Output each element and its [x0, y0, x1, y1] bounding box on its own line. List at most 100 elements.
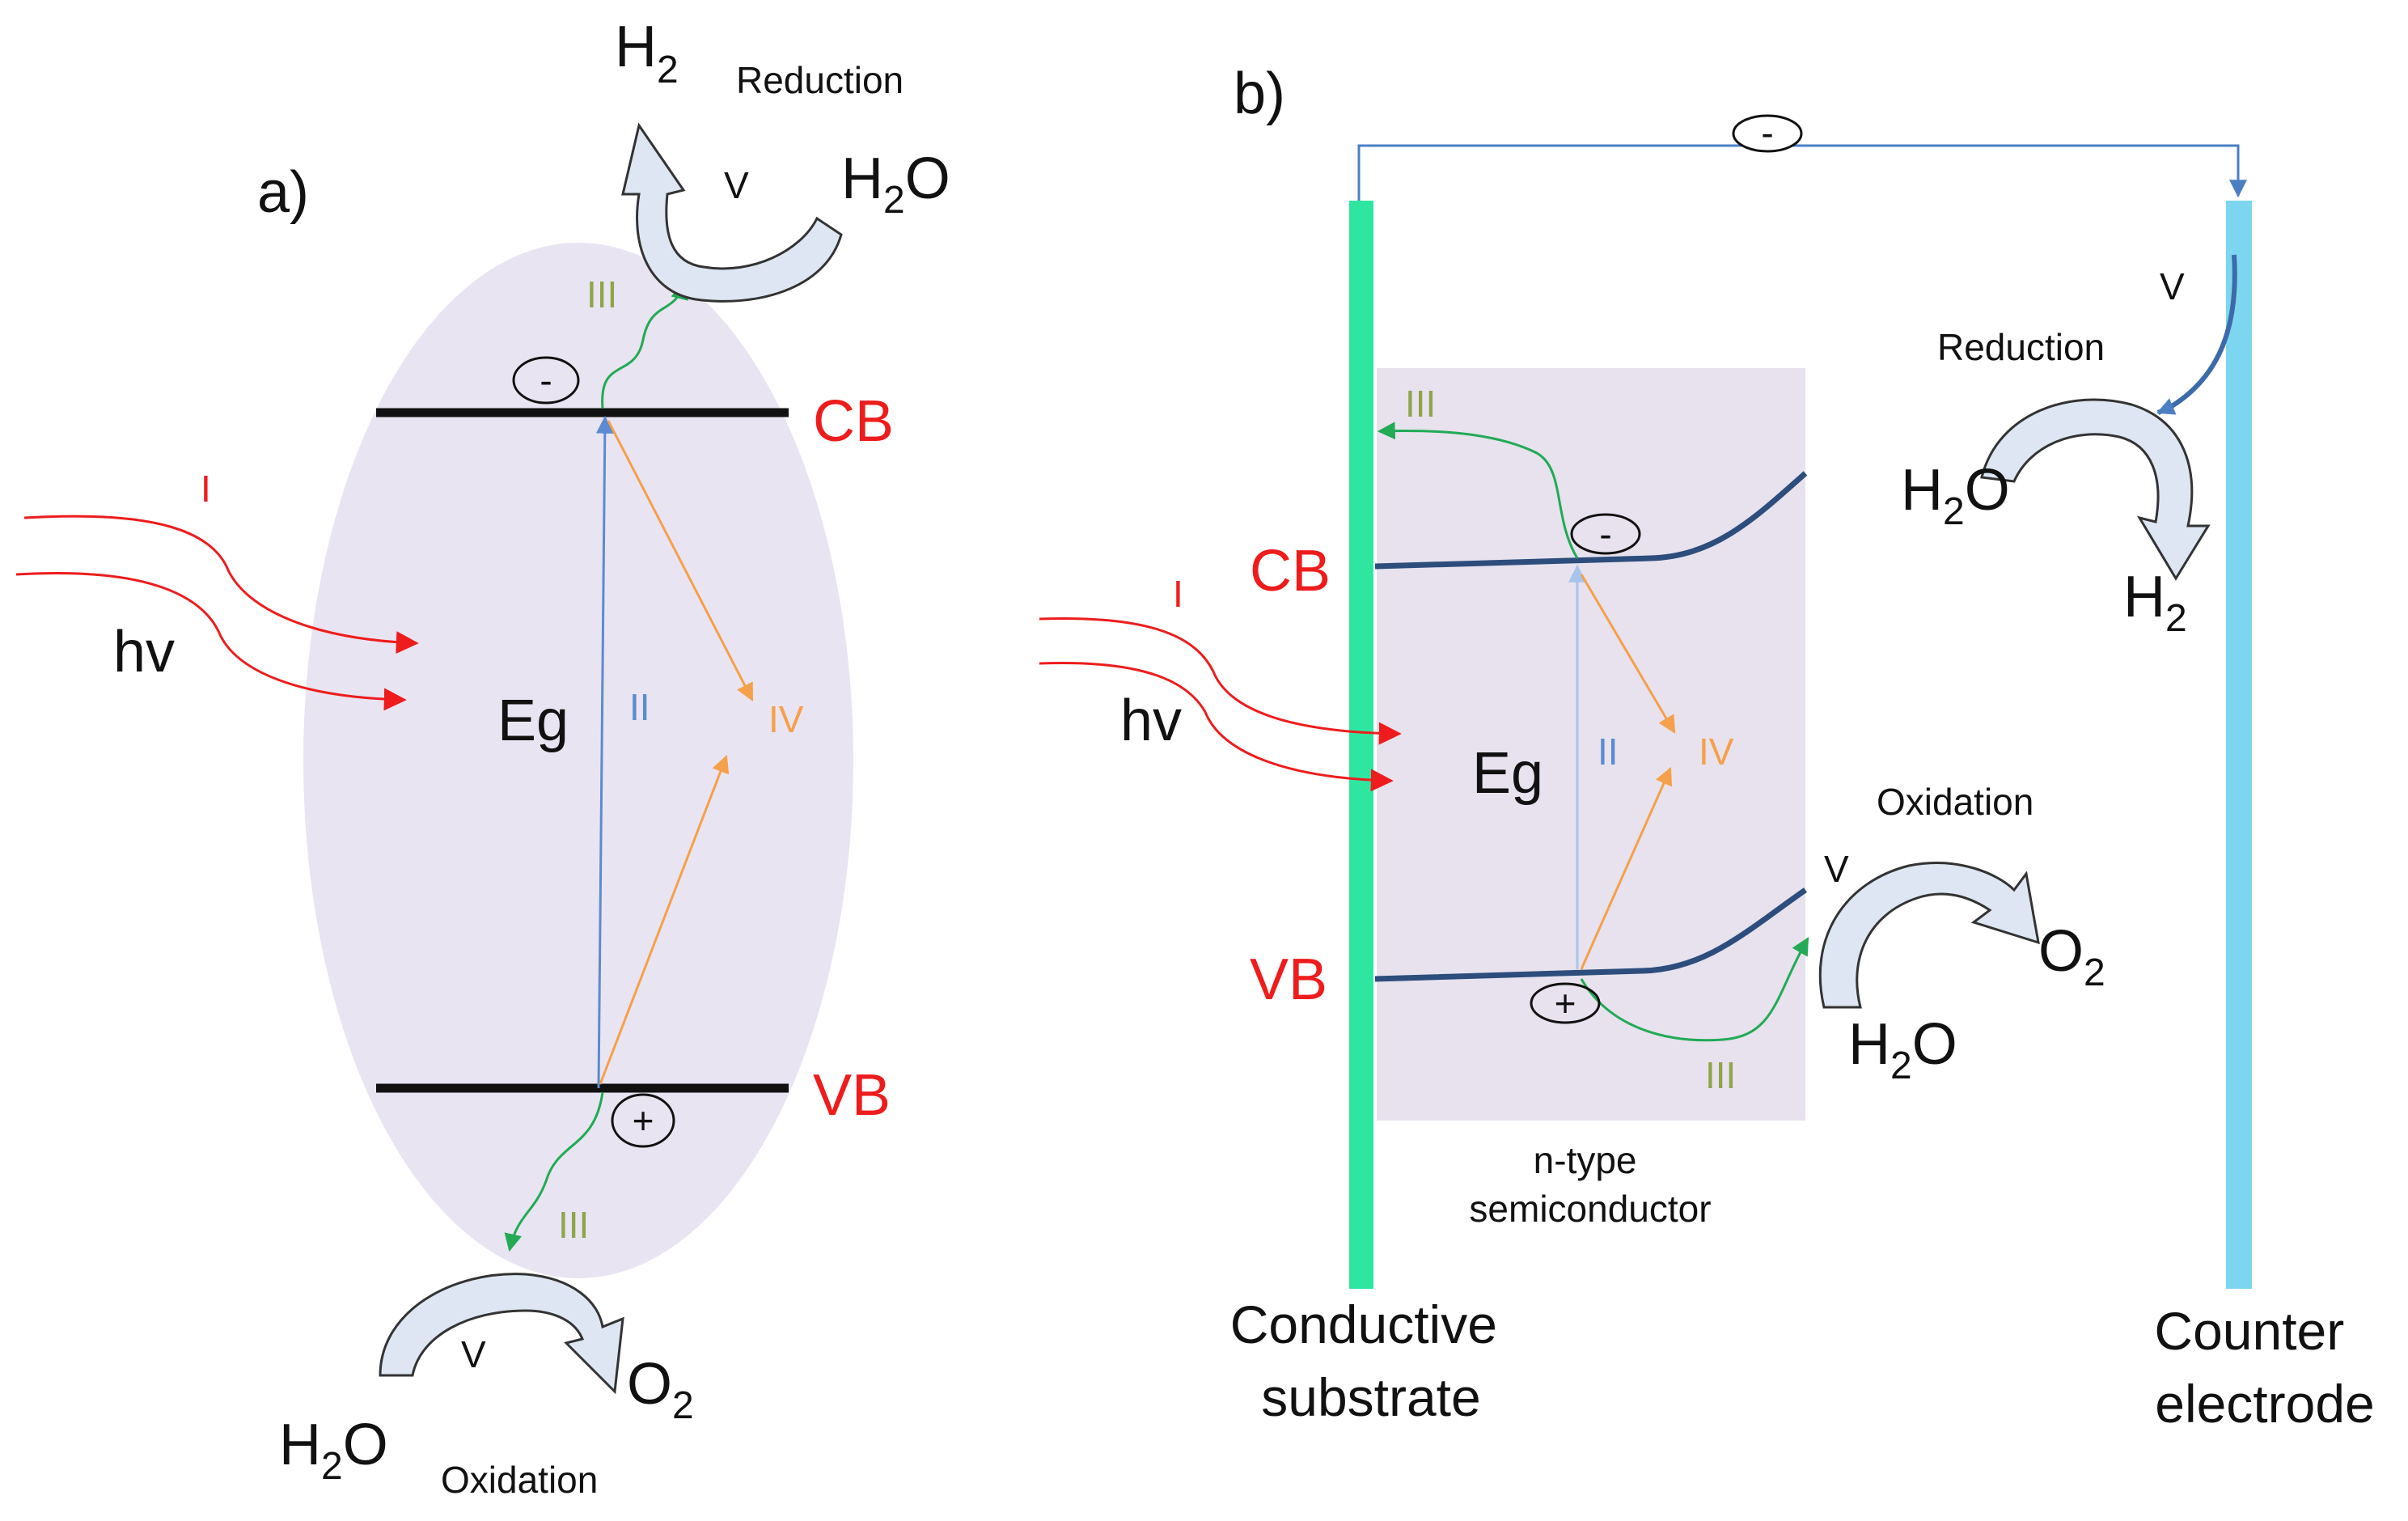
conduction-band-curve	[1374, 471, 1808, 570]
curved-block-arrow-icon	[621, 122, 843, 303]
hole-circle-icon	[611, 1093, 675, 1148]
h2o-bottom-base: H	[279, 1413, 321, 1477]
h2o-top-sub: 2	[1943, 490, 1965, 533]
reduction-label: Reduction	[736, 59, 904, 101]
hole-transfer-arrow	[504, 1091, 604, 1252]
panel-b-label: b)	[1234, 61, 1285, 126]
hole-sign: +	[633, 1099, 654, 1142]
light-ray-upper	[23, 515, 419, 655]
light-ray-lower	[15, 571, 407, 711]
electron-circle-icon	[1570, 513, 1641, 555]
substrate-caption: Conductive substrate	[1230, 1294, 1513, 1427]
cb-label: CB	[1250, 539, 1331, 604]
substrate-caption-line-2: substrate	[1261, 1367, 1480, 1427]
step-3-top-label: III	[1405, 383, 1436, 425]
h2-sub: 2	[657, 49, 679, 91]
step-2-label: II	[1598, 731, 1619, 773]
step-3-bottom-label: III	[1705, 1054, 1736, 1096]
electron-sign: -	[540, 359, 552, 401]
semiconductor-caption-line-1: n-type	[1534, 1139, 1637, 1181]
h2o-bottom-base: H	[1848, 1012, 1890, 1077]
reduction-feed-line	[2156, 254, 2237, 415]
hole-transfer-arrow	[1580, 937, 1809, 1042]
photon-label: hv	[1120, 688, 1182, 753]
semiconductor-block	[1377, 368, 1805, 1121]
light-ray-upper	[1039, 616, 1402, 745]
curved-block-arrow-icon	[1818, 862, 2040, 1009]
photon-label: hv	[113, 620, 175, 684]
step-4-label: IV	[1699, 731, 1734, 773]
external-circuit-wire	[1357, 144, 2247, 202]
step-5-top-label: V	[2160, 265, 2185, 307]
substrate-caption-line-1: Conductive	[1230, 1294, 1497, 1354]
h2o-bottom-tail: O	[343, 1413, 388, 1477]
vb-label: VB	[1250, 947, 1327, 1012]
step-5-top-label: V	[724, 164, 749, 206]
electron-circle-icon	[512, 356, 580, 405]
o2-sub: 2	[672, 1384, 694, 1427]
band-gap-label: Eg	[497, 688, 569, 753]
wire-electron-sign: -	[1761, 112, 1773, 154]
step-1-label: I	[201, 468, 211, 510]
recombination-arrow-up	[599, 754, 730, 1085]
electron-transfer-arrow	[601, 281, 688, 409]
recombination-arrow-down	[1580, 574, 1676, 734]
h2o-top-tail: O	[1965, 458, 2010, 523]
step-3-bottom-label: III	[558, 1204, 589, 1246]
electron-sign: -	[1599, 513, 1611, 555]
panel-a: a) CB VB I hv II Eg IV III III - + Reduc…	[15, 15, 950, 1501]
h2-base: H	[2123, 565, 2165, 629]
conductive-substrate-bar	[1349, 201, 1373, 1289]
h2o-bottom-sub: 2	[1890, 1044, 1912, 1087]
cb-label: CB	[813, 389, 894, 454]
step-5-bottom-label: V	[461, 1333, 486, 1375]
valence-band-curve	[1374, 888, 1807, 982]
o2-product: O2	[627, 1352, 694, 1427]
recombination-arrow-up	[1580, 766, 1673, 970]
hole-sign: +	[1555, 982, 1576, 1024]
curved-block-arrow-icon	[379, 1273, 624, 1395]
counter-caption-line-1: Counter	[2154, 1301, 2344, 1361]
h2o-reactant-bottom: H2O	[1848, 1012, 1957, 1087]
step-4-label: IV	[768, 698, 804, 740]
h2o-top-sub: 2	[883, 179, 905, 222]
h2-product: H2	[615, 15, 679, 91]
step-5-bottom-label: V	[1824, 848, 1849, 890]
recombination-arrow-down	[607, 420, 754, 701]
curved-block-arrow-icon	[1980, 398, 2211, 581]
h2o-top-base: H	[841, 146, 883, 211]
h2o-bottom-tail: O	[1912, 1012, 1957, 1077]
wire-electron-circle-icon	[1732, 114, 1803, 153]
counter-caption-line-2: electrode	[2155, 1374, 2375, 1434]
h2-base: H	[615, 15, 657, 79]
oxidation-label: Oxidation	[441, 1459, 598, 1501]
h2o-reactant-top: H2O	[841, 146, 950, 222]
h2o-reactant-top: H2O	[1901, 458, 2010, 533]
semiconductor-particle	[303, 243, 853, 1278]
h2o-reactant-bottom: H2O	[279, 1413, 388, 1488]
h2o-bottom-sub: 2	[321, 1445, 343, 1488]
excitation-arrow	[595, 415, 614, 1089]
reduction-label: Reduction	[1937, 326, 2105, 368]
h2o-top-base: H	[1901, 458, 1943, 523]
hole-circle-icon	[1530, 982, 1601, 1024]
band-gap-label: Eg	[1472, 741, 1543, 806]
oxidation-label: Oxidation	[1877, 781, 2033, 823]
counter-caption: Counter electrode	[2154, 1301, 2374, 1434]
h2-sub: 2	[2165, 597, 2187, 640]
o2-sub: 2	[2084, 951, 2105, 994]
vb-label: VB	[813, 1063, 891, 1128]
step-3-top-label: III	[586, 273, 617, 316]
semiconductor-caption-line-2: semiconductor	[1469, 1188, 1711, 1230]
o2-base: O	[627, 1352, 672, 1417]
counter-electrode-bar	[2226, 201, 2252, 1289]
h2o-top-tail: O	[905, 146, 950, 211]
panel-a-label: a)	[257, 160, 309, 225]
step-1-label: I	[1173, 573, 1183, 615]
step-2-label: II	[629, 686, 650, 728]
panel-b: b) - CB VB I hv II Eg IV III III -	[1039, 61, 2375, 1434]
light-ray-lower	[1039, 661, 1394, 792]
electron-transfer-arrow	[1377, 422, 1579, 559]
semiconductor-caption: n-type semiconductor	[1469, 1139, 1711, 1230]
